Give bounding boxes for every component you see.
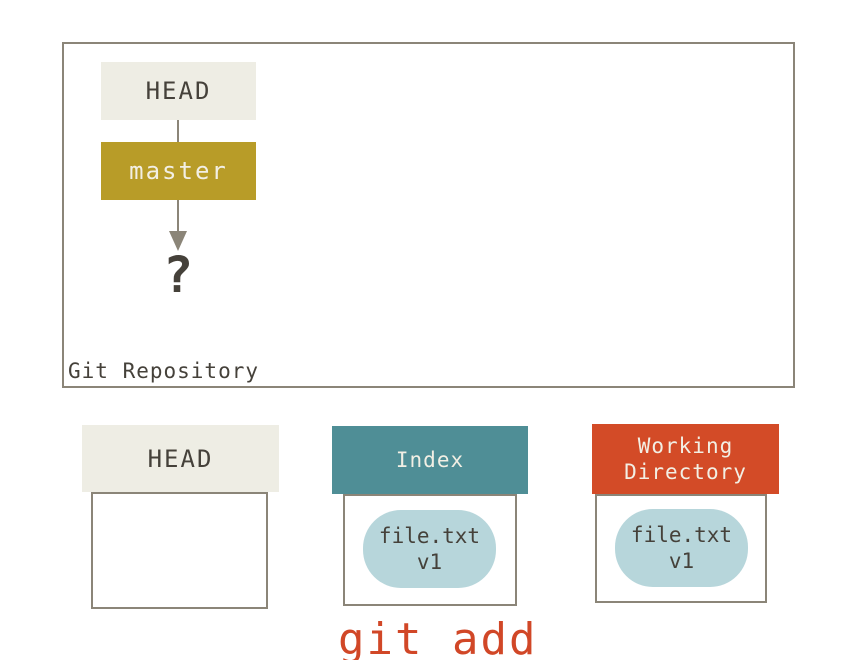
area-header-head-label: HEAD xyxy=(147,444,214,473)
master-branch-box: master xyxy=(101,142,256,200)
file-name: file.txt xyxy=(630,523,733,547)
area-header-wd-line1: Working xyxy=(637,434,734,458)
file-version: v1 xyxy=(416,550,443,574)
area-header-index-label: Index xyxy=(395,448,465,472)
area-header-working-directory: Working Directory xyxy=(592,424,779,494)
file-version: v1 xyxy=(668,549,695,573)
head-to-master-connector xyxy=(177,120,179,142)
head-ref-box: HEAD xyxy=(101,62,256,120)
git-add-caption: git add xyxy=(338,614,538,660)
master-arrow-shaft xyxy=(177,200,179,232)
area-header-wd-line2: Directory xyxy=(624,460,747,484)
unknown-commit-mark: ? xyxy=(162,246,194,304)
area-header-index: Index xyxy=(332,426,528,494)
file-blob-working-directory: file.txt v1 xyxy=(615,509,748,587)
head-ref-label: HEAD xyxy=(145,77,212,105)
file-blob-index: file.txt v1 xyxy=(363,510,496,588)
git-repository-label: Git Repository xyxy=(68,359,260,383)
file-name: file.txt xyxy=(378,524,481,548)
master-branch-label: master xyxy=(129,157,228,185)
arrow-down-icon xyxy=(169,231,187,251)
area-body-head xyxy=(91,492,268,609)
area-header-head: HEAD xyxy=(82,425,279,492)
